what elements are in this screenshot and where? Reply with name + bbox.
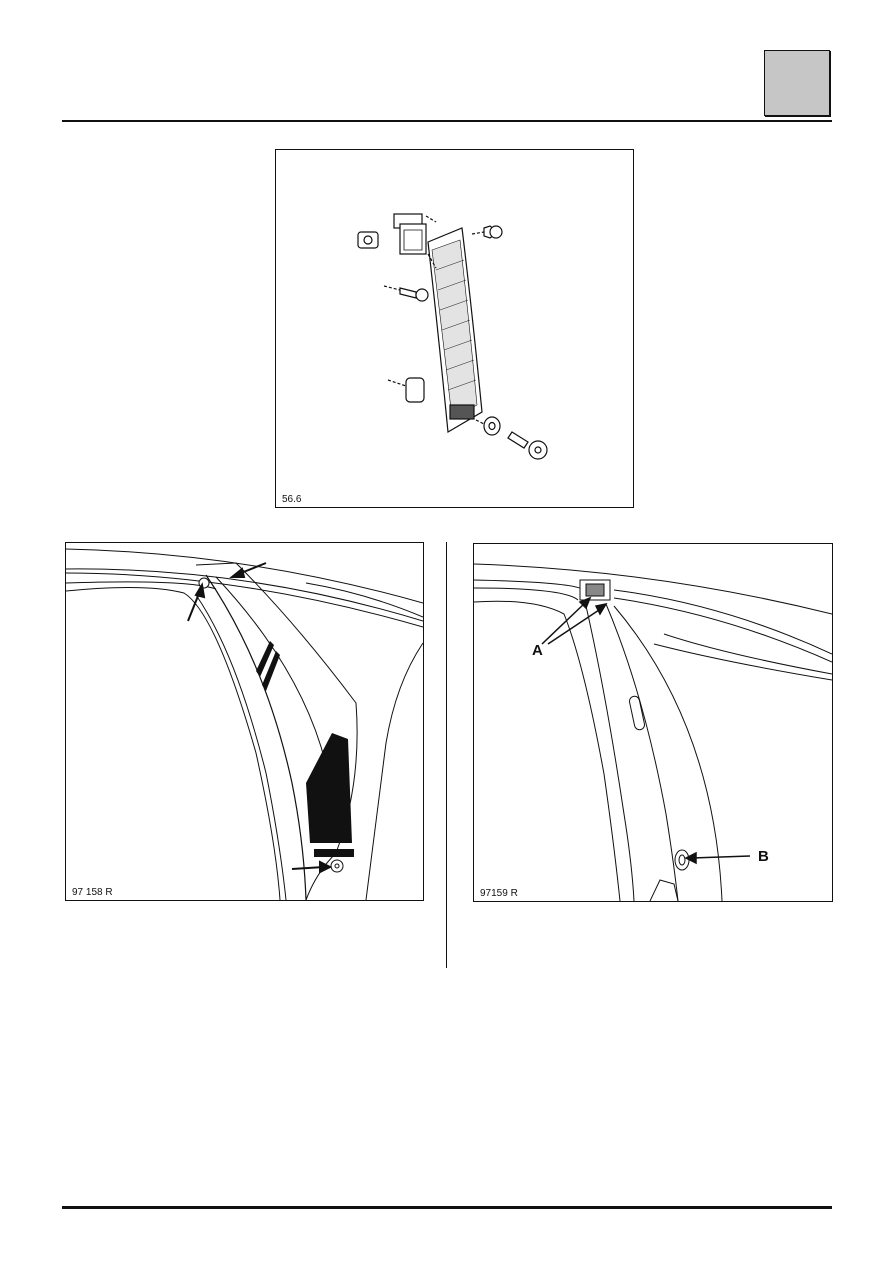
callout-a: A <box>532 642 543 659</box>
figure-caption-left: 97 158 R <box>72 887 113 898</box>
figure-pillar-bare: A B 97159 R <box>473 543 833 902</box>
footer-rule <box>62 1206 832 1209</box>
pillar-trim-drawing <box>66 548 423 900</box>
header-rule <box>62 120 832 122</box>
section-tab-box <box>764 50 830 116</box>
figure-caption-right: 97159 R <box>480 888 518 899</box>
figure-caption-top: 56.6 <box>282 494 302 505</box>
column-divider <box>446 542 447 968</box>
exploded-trim-drawing <box>357 213 548 460</box>
figure-exploded-trim: 56.6 <box>275 149 634 508</box>
callout-b: B <box>758 848 769 865</box>
pillar-bare-drawing <box>474 563 832 901</box>
figure-pillar-trim: 97 158 R <box>65 542 424 901</box>
